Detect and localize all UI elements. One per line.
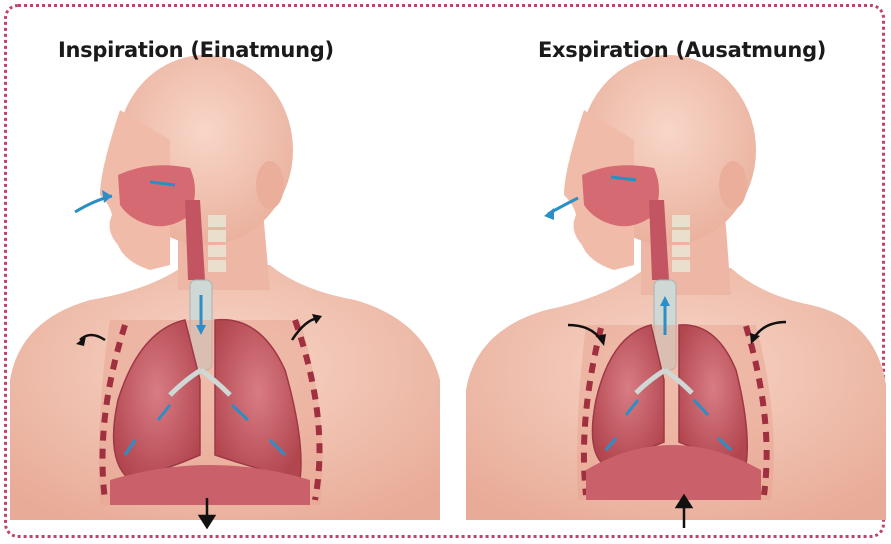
inspiration-figure [0,0,445,544]
ear [256,161,284,209]
panel-inspiration: Inspiration (Einatmung) [0,0,445,544]
panel-exspiration: Exspiration (Ausatmung) [446,0,891,544]
exspiration-figure [446,0,891,544]
panel-title: Inspiration (Einatmung) [58,38,334,62]
ear [719,161,747,209]
panel-title: Exspiration (Ausatmung) [538,38,826,62]
